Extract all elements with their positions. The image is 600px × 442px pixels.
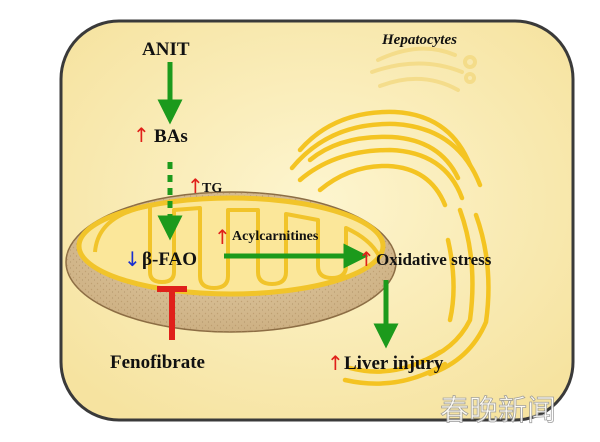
golgi-organelle bbox=[370, 46, 477, 92]
tg-label: TG bbox=[202, 181, 222, 196]
bas-up-icon: ↑ bbox=[133, 123, 150, 147]
bfao-label: β-FAO bbox=[142, 249, 197, 270]
anit-label: ANIT bbox=[142, 39, 190, 60]
mitochondrion bbox=[65, 191, 397, 333]
liver-injury-label: Liver injury bbox=[344, 353, 444, 374]
cell-label: Hepatocytes bbox=[381, 32, 457, 48]
tg-up-icon: ↑ bbox=[187, 174, 204, 198]
liver-injury-up-icon: ↑ bbox=[327, 351, 344, 375]
acylcarnitines-up-icon: ↑ bbox=[214, 225, 231, 249]
fenofibrate-inhibition bbox=[157, 286, 187, 340]
oxidative-stress-label: Oxidative stress bbox=[376, 250, 492, 269]
bas-label: BAs bbox=[154, 126, 188, 147]
acylcarnitines-label: Acylcarnitines bbox=[232, 229, 319, 244]
watermark: 春晚新闻 bbox=[440, 393, 556, 427]
oxidative-stress-up-icon: ↑ bbox=[358, 247, 375, 271]
bfao-down-icon: ↓ bbox=[124, 247, 141, 271]
er-organelle bbox=[289, 109, 491, 386]
fenofibrate-label: Fenofibrate bbox=[110, 352, 205, 373]
